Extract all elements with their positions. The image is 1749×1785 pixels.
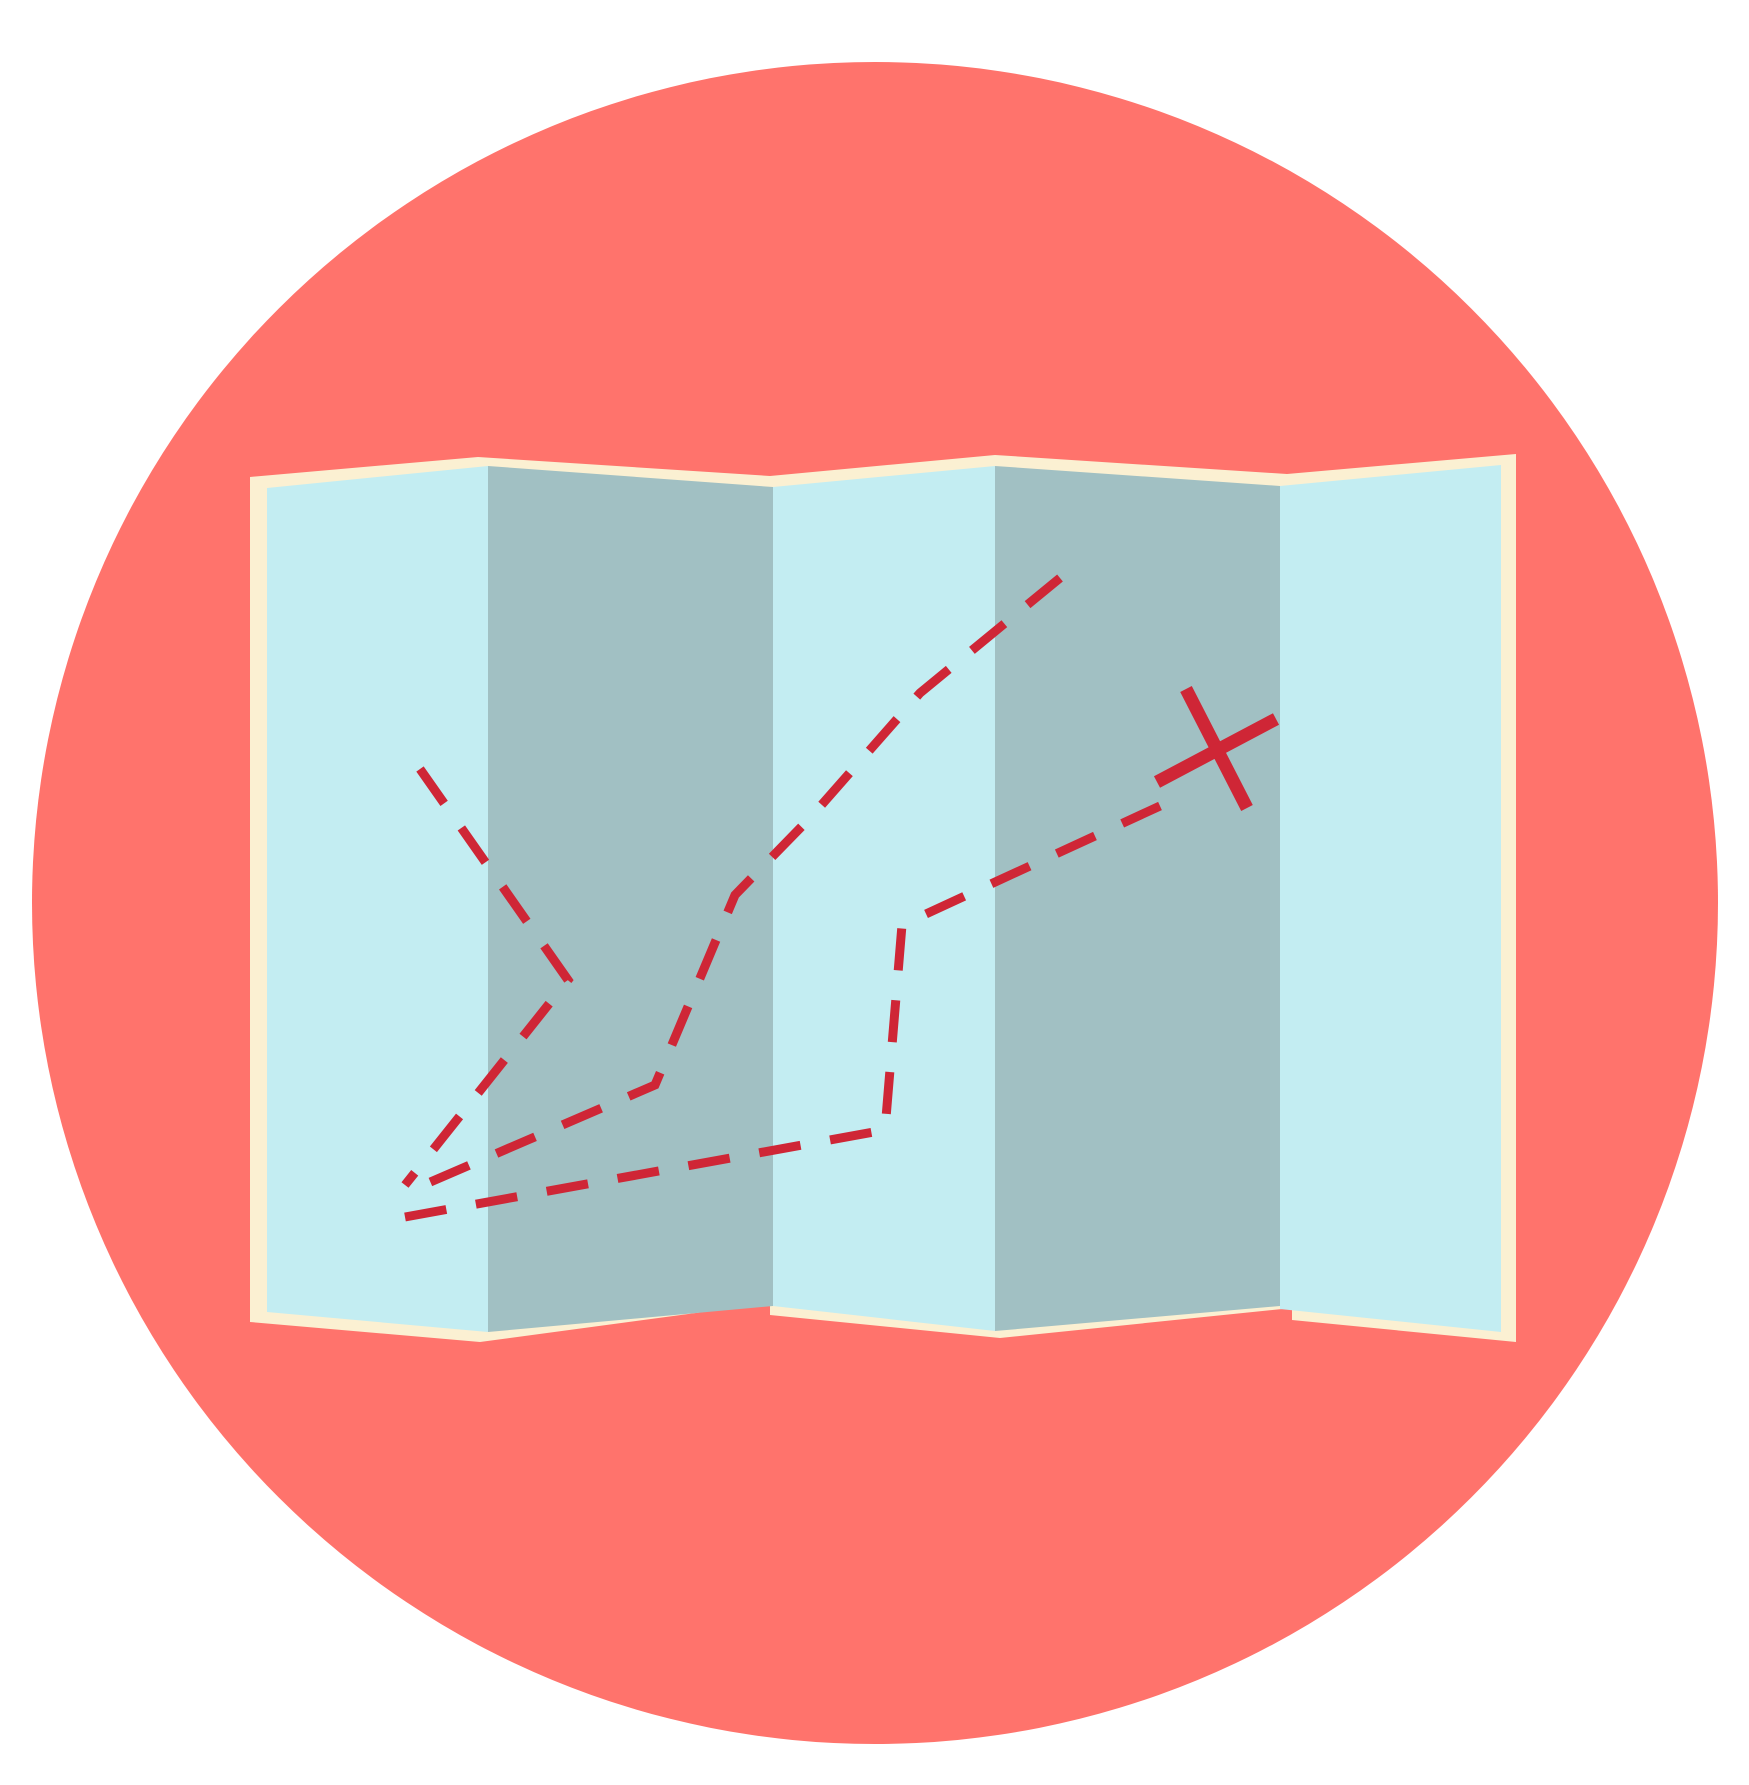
route-path-upper bbox=[403, 574, 1063, 1198]
map-panel-2 bbox=[488, 466, 773, 1332]
destination-x-marker bbox=[1153, 686, 1280, 811]
route-path-lower bbox=[404, 801, 1162, 1222]
map-panel-5 bbox=[1280, 465, 1501, 1332]
route-path-left bbox=[401, 766, 574, 1188]
map-panel-4 bbox=[995, 466, 1280, 1331]
folded-map-icon bbox=[250, 454, 1516, 1342]
map-panel-1 bbox=[267, 466, 488, 1332]
